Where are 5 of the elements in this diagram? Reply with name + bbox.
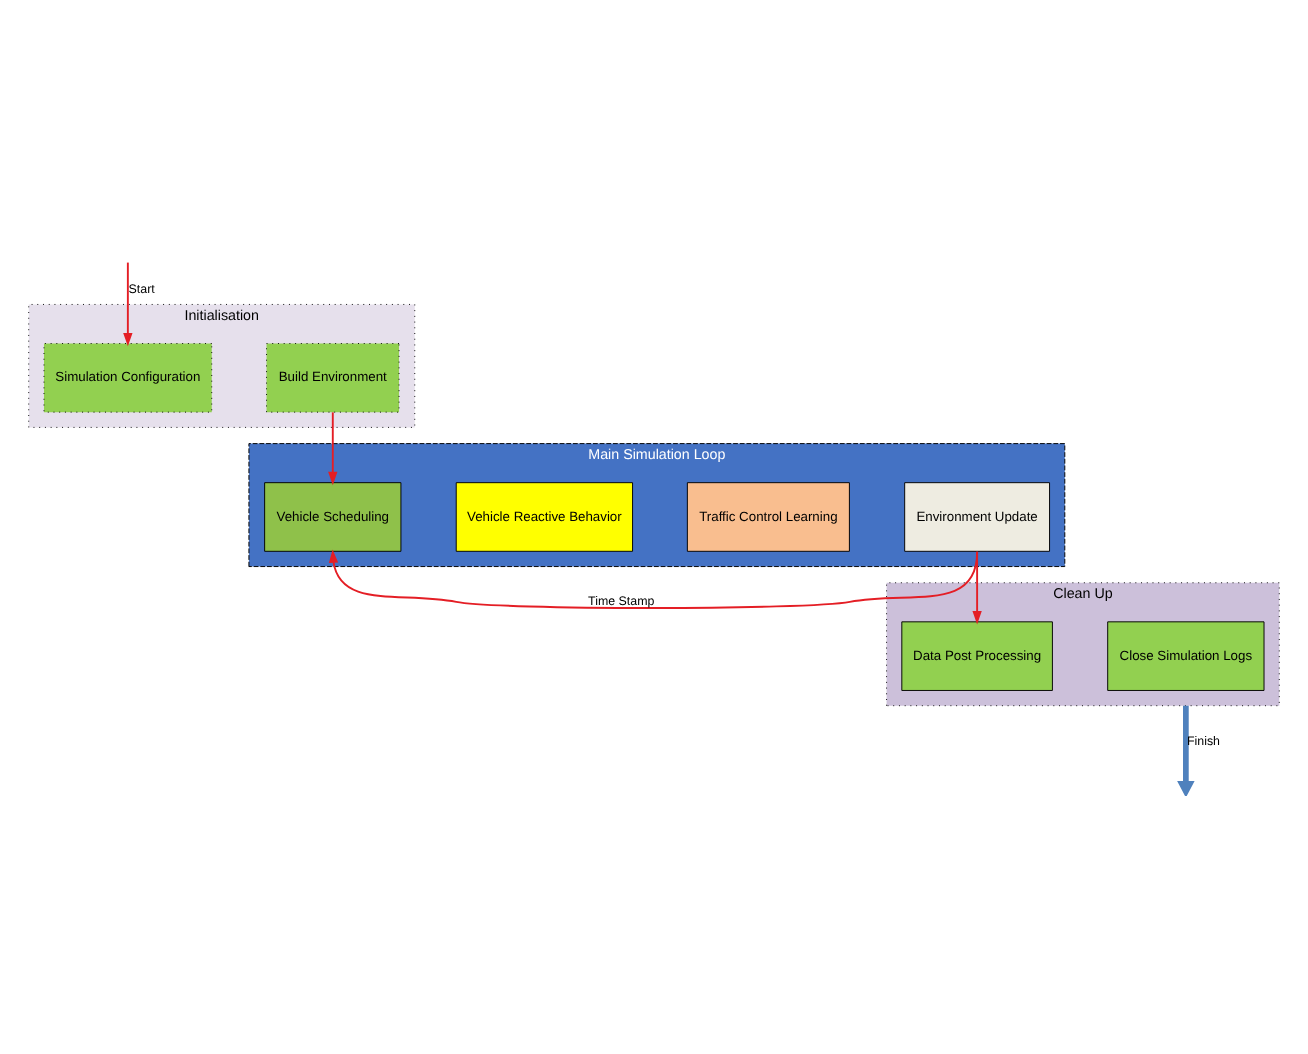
arrow: [1177, 705, 1195, 796]
arrow: [972, 550, 982, 625]
arrow: [328, 411, 338, 486]
arrow: [328, 549, 979, 609]
arrow: [123, 261, 133, 347]
